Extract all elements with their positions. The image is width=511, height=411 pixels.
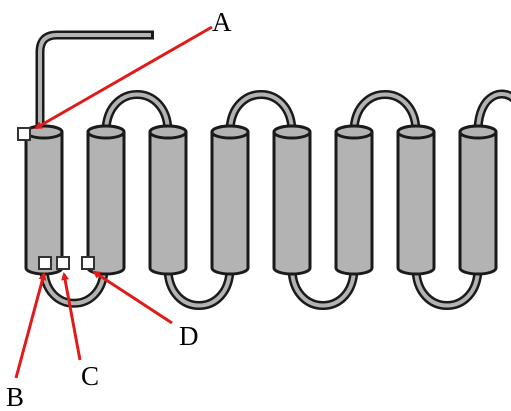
helices <box>24 124 498 276</box>
arrow-b <box>14 272 47 379</box>
helix-6-top-cap <box>334 124 374 140</box>
helix-2 <box>86 124 126 276</box>
pointer-arrows <box>14 25 213 379</box>
helix-1 <box>24 124 64 276</box>
helix-4-top-cap <box>210 124 250 140</box>
helix-6 <box>334 124 374 276</box>
arrow-d <box>92 270 173 325</box>
helix-4 <box>210 124 250 276</box>
n-terminal-tail-core <box>38 33 151 128</box>
helix-5-top-cap <box>272 124 312 140</box>
helix-1-top-cap <box>24 124 64 140</box>
helix-7 <box>396 124 436 276</box>
helix-3 <box>148 124 188 276</box>
arrow-a <box>34 25 213 130</box>
marker-b <box>38 256 52 270</box>
loops <box>39 89 511 310</box>
marker-d <box>81 256 95 270</box>
label-b: B <box>6 382 24 411</box>
markers <box>17 127 95 270</box>
n-terminal-tail <box>35 30 154 128</box>
helix-7-top-cap <box>396 124 436 140</box>
label-d: D <box>179 321 199 351</box>
marker-a <box>17 127 31 141</box>
helix-3-top-cap <box>148 124 188 140</box>
helix-2-top-cap <box>86 124 126 140</box>
label-a: A <box>212 7 232 37</box>
marker-c <box>56 256 70 270</box>
label-c: C <box>81 361 99 391</box>
helix-8 <box>458 124 498 276</box>
arrow-c <box>61 272 82 361</box>
helix-8-top-cap <box>458 124 498 140</box>
helix-5 <box>272 124 312 276</box>
